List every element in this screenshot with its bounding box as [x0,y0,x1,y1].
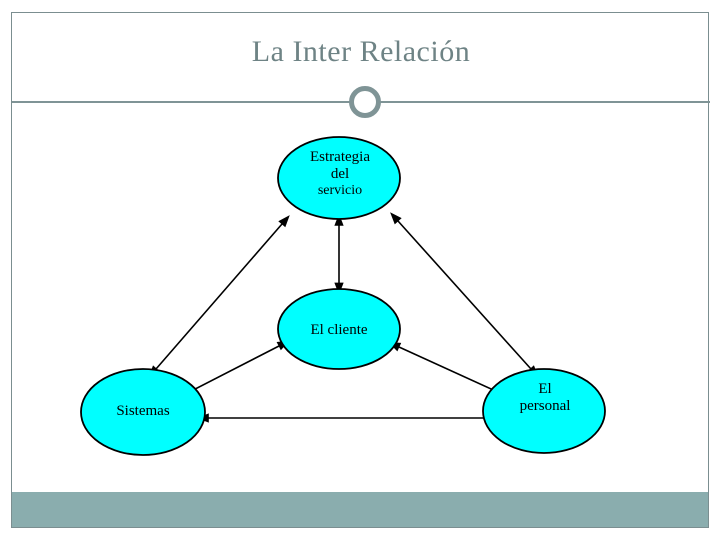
node-el-personal[interactable] [482,368,606,454]
page-title: La Inter Relación [251,35,471,68]
connector-sistemas-estrategia [148,215,290,378]
circle-outline-icon [349,86,381,118]
connector-personal-estrategia [390,212,539,378]
footer-bar [12,492,708,527]
node-el-cliente[interactable] [277,288,401,370]
slide-canvas: La Inter Relación Estrategia [11,12,710,528]
node-estrategia-del-servicio[interactable] [277,136,401,220]
node-sistemas[interactable] [80,368,206,456]
relationship-diagram [80,136,606,456]
